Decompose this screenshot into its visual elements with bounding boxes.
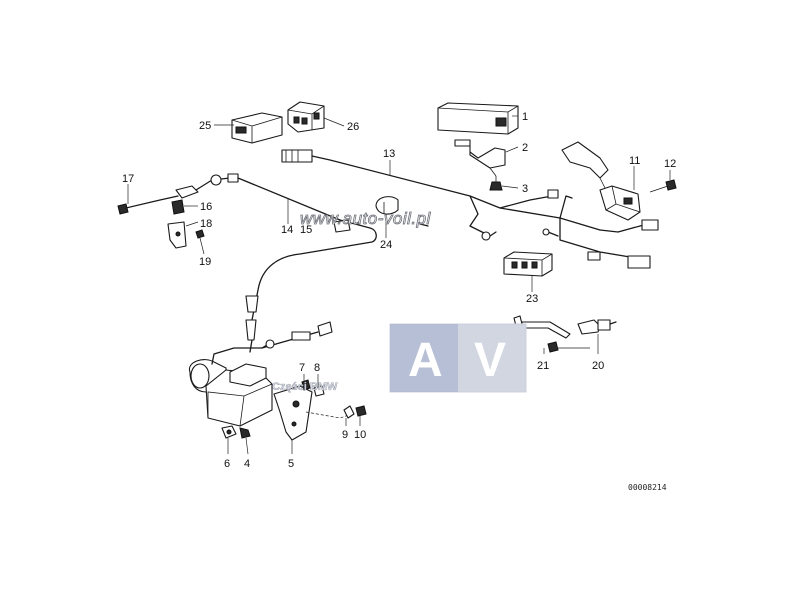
label-19: 19 bbox=[199, 256, 211, 268]
label-21: 21 bbox=[537, 360, 549, 372]
label-18: 18 bbox=[200, 218, 212, 230]
label-17: 17 bbox=[122, 173, 134, 185]
label-25: 25 bbox=[199, 120, 211, 132]
watermark-shop: Części BMW bbox=[272, 381, 338, 393]
watermark: www.auto-voil.pl A V Części BMW bbox=[272, 209, 527, 393]
label-6: 6 bbox=[224, 458, 230, 470]
part-7-screw bbox=[301, 379, 311, 391]
label-24: 24 bbox=[380, 239, 392, 251]
label-3: 3 bbox=[522, 183, 528, 195]
label-14: 14 bbox=[281, 224, 293, 236]
label-1: 1 bbox=[522, 111, 528, 123]
watermark-letter-a: A bbox=[408, 334, 443, 387]
part-11-switch bbox=[561, 141, 641, 221]
drawing-code: 00008214 bbox=[628, 483, 667, 492]
label-8: 8 bbox=[314, 362, 320, 374]
watermark-url: www.auto-voil.pl bbox=[300, 209, 432, 228]
part-15-clip bbox=[333, 219, 351, 233]
part-10-nut bbox=[355, 405, 367, 417]
label-4: 4 bbox=[244, 458, 250, 470]
part-20-sensor bbox=[577, 319, 617, 335]
part-23-relay-socket bbox=[503, 251, 553, 277]
label-10: 10 bbox=[354, 429, 366, 441]
part-6-nut bbox=[221, 425, 237, 439]
part-25-control-unit bbox=[231, 112, 283, 144]
label-11: 11 bbox=[629, 155, 640, 167]
part-19-screw bbox=[195, 229, 205, 239]
part-18-bracket bbox=[167, 221, 187, 249]
part-16-clip bbox=[171, 199, 185, 215]
part-13-wiring-harness bbox=[281, 149, 659, 269]
part-9-washer bbox=[343, 405, 355, 419]
watermark-logo: A V bbox=[389, 323, 527, 393]
part-14-cable bbox=[237, 177, 377, 353]
label-23: 23 bbox=[526, 293, 538, 305]
part-12-screw bbox=[649, 179, 677, 193]
label-20: 20 bbox=[592, 360, 604, 372]
part-1-module bbox=[437, 102, 519, 135]
label-26: 26 bbox=[347, 121, 359, 133]
label-13: 13 bbox=[383, 148, 395, 160]
part-labels: 1 2 3 4 5 6 7 8 9 10 11 12 13 14 15 16 1… bbox=[122, 111, 676, 470]
label-16: 16 bbox=[200, 201, 212, 213]
label-12: 12 bbox=[664, 158, 676, 170]
part-21-nut bbox=[547, 341, 559, 353]
part-4-servo-motor bbox=[188, 321, 333, 439]
part-26-connector bbox=[287, 101, 325, 133]
part-17-cable-end bbox=[117, 173, 239, 215]
part-24-clip bbox=[375, 196, 399, 215]
part-8-nut bbox=[313, 385, 325, 397]
label-2: 2 bbox=[522, 142, 528, 154]
watermark-letter-v: V bbox=[474, 334, 506, 387]
label-9: 9 bbox=[342, 429, 348, 441]
part-3-screw bbox=[489, 176, 503, 191]
label-15: 15 bbox=[300, 224, 312, 236]
part-5-bracket bbox=[273, 385, 353, 441]
label-7: 7 bbox=[299, 362, 305, 374]
part-2-bracket bbox=[454, 139, 506, 177]
label-5: 5 bbox=[288, 458, 294, 470]
